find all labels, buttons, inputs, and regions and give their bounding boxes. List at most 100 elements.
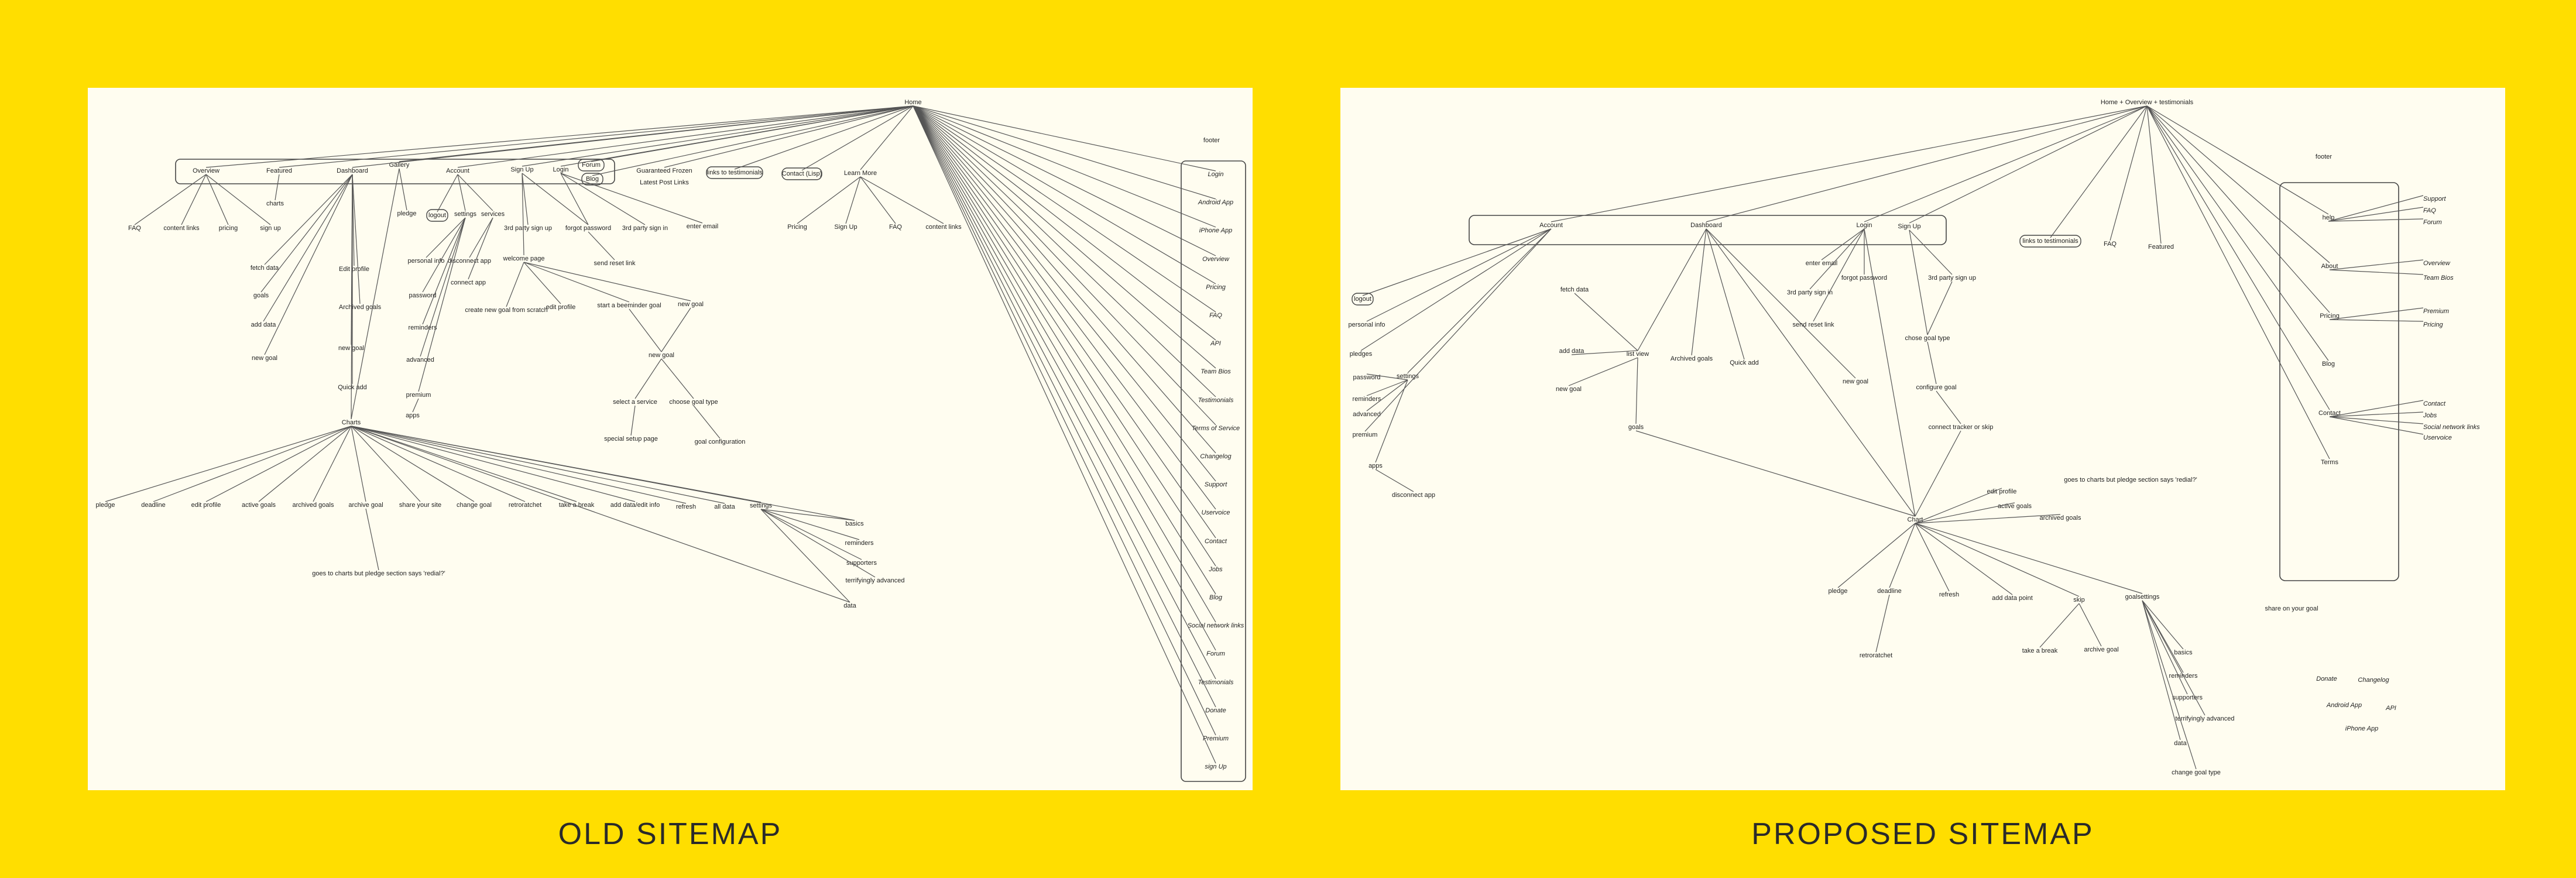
old-edge — [205, 174, 271, 225]
old-edge — [913, 105, 1216, 228]
node-k2: archived goals — [2040, 515, 2081, 522]
old-edge — [797, 176, 861, 224]
node-ga: Gallery — [389, 162, 410, 169]
node-p1: Pricing — [2423, 321, 2444, 328]
node-ch: charts — [266, 200, 284, 207]
old-edge — [560, 173, 703, 224]
old-edge — [351, 168, 400, 420]
old-edge — [913, 105, 1216, 595]
node-faq: FAQ — [2104, 241, 2117, 248]
node-k6: add data point — [1992, 595, 2033, 602]
old-edge — [134, 174, 207, 225]
node-lcl: content links — [925, 224, 962, 231]
old-edge — [913, 105, 1216, 172]
node-s3: terrifyingly advanced — [846, 577, 905, 584]
old-edge — [760, 509, 876, 578]
proposed-edge — [2142, 600, 2197, 770]
old-edge — [468, 217, 493, 280]
node-ng3: new goal — [678, 301, 704, 308]
node-f16: Social network links — [1188, 622, 1244, 629]
node-help: help — [2323, 214, 2335, 221]
pill-logout — [1352, 293, 1374, 306]
proposed-edge — [2329, 416, 2424, 424]
old-edge — [913, 105, 1216, 397]
node-m4: iPhone App — [2345, 725, 2378, 732]
proposed-edge — [1809, 228, 1865, 290]
old-edge — [418, 217, 466, 392]
node-a1: Team Bios — [2423, 275, 2454, 282]
old-edge — [760, 509, 850, 603]
old-edge — [913, 105, 1216, 369]
node-ssp: special setup page — [604, 435, 658, 443]
node-srl: send reset link — [1793, 321, 1834, 328]
old-edge — [760, 509, 862, 560]
node-pricing: Pricing — [2320, 313, 2340, 320]
old-edge — [734, 105, 914, 170]
old-edge — [913, 105, 1216, 623]
node-m1: Changelog — [2358, 677, 2389, 684]
old-edge — [351, 426, 850, 603]
node-c11: refresh — [676, 503, 696, 510]
node-terms: Terms — [2321, 459, 2338, 466]
node-pr: pricing — [219, 225, 238, 232]
node-pw: password — [1353, 374, 1380, 381]
node-c1: deadline — [141, 502, 166, 509]
node-apps: apps — [406, 412, 420, 419]
proposed-edge — [1691, 228, 1707, 356]
node-tpi: 3rd party sign in — [1787, 289, 1833, 296]
node-st: settings — [454, 211, 476, 218]
node-blog: Blog — [2322, 361, 2335, 368]
node-f9: Terms of Service — [1192, 425, 1240, 432]
node-s1: reminders — [845, 540, 874, 547]
old-edge — [913, 105, 1216, 200]
old-edge — [412, 398, 419, 413]
proposed-edge — [2328, 218, 2424, 222]
proposed-edge — [2328, 207, 2424, 222]
old-edge — [522, 173, 589, 225]
node-lsu: Sign Up — [834, 224, 857, 231]
old-edge — [351, 426, 636, 502]
node-adv: advanced — [1353, 411, 1381, 418]
node-g2: supporters — [2172, 694, 2203, 701]
old-edge — [661, 358, 694, 399]
node-fd: fetch data — [1560, 286, 1589, 293]
node-f20: Premium — [1203, 735, 1229, 742]
old-edge — [523, 262, 561, 304]
node-m0: Donate — [2316, 675, 2337, 682]
node-f15: Blog — [1209, 594, 1223, 601]
node-k5: refresh — [1939, 591, 1959, 598]
proposed-edge — [1568, 357, 1638, 386]
node-su: Sign Up — [510, 166, 533, 173]
node-em: enter email — [687, 223, 718, 230]
node-da: Dashboard — [1690, 222, 1722, 229]
old-sitemap-caption: OLD SITEMAP — [558, 817, 783, 851]
node-k9: retroratchet — [1860, 652, 1892, 659]
node-lp: Latest Post Links — [640, 179, 689, 186]
node-c9: take a break — [559, 502, 595, 509]
old-edge — [860, 176, 944, 224]
node-k1: active goals — [1998, 503, 2032, 510]
node-fp: forgot password — [565, 225, 611, 232]
proposed-edge — [1366, 228, 1552, 322]
proposed-edge — [2146, 105, 2330, 459]
proposed-edge — [1915, 514, 2061, 524]
proposed-edge — [1366, 379, 1408, 396]
proposed-edge — [1706, 228, 1745, 360]
old-edge — [351, 174, 353, 420]
node-prem: premium — [1353, 431, 1378, 438]
node-fp: forgot password — [1841, 275, 1887, 282]
proposed-edge — [2146, 105, 2329, 215]
old-edge — [258, 426, 352, 502]
old-edge — [588, 231, 615, 260]
node-p0: Premium — [2423, 308, 2449, 315]
old-edge — [860, 105, 914, 170]
old-edge — [365, 508, 379, 571]
node-su: Sign Up — [1898, 223, 1920, 230]
old-edge — [913, 105, 1216, 736]
proposed-edge — [1915, 502, 2015, 524]
node-f6: API — [1210, 340, 1221, 347]
node-c3: active goals — [242, 502, 276, 509]
node-fe: Featured — [266, 167, 292, 174]
